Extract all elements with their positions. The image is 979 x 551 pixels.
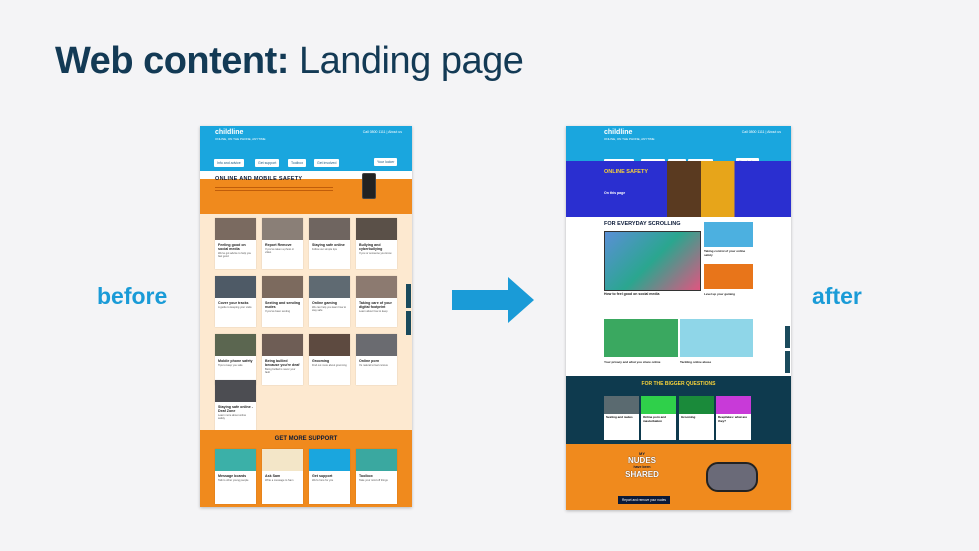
before-header: childline ONLINE, ON THE PHONE, ANYTIME … xyxy=(200,126,412,155)
after-hero-on-page: On this page xyxy=(604,191,626,195)
after-feature-image[interactable] xyxy=(604,231,701,291)
before-tagline: ONLINE, ON THE PHONE, ANYTIME xyxy=(215,137,266,141)
after-tagline: ONLINE, ON THE PHONE, ANYTIME xyxy=(604,137,655,141)
after-side-tab[interactable] xyxy=(785,326,790,348)
after-small-card[interactable]: Sexting and nudes xyxy=(604,396,639,440)
before-side-tab[interactable] xyxy=(406,311,411,335)
after-about-link[interactable]: About us xyxy=(767,130,781,134)
before-nav-involved[interactable]: Get involved xyxy=(314,159,340,167)
after-phone: Call 0800 1111 xyxy=(741,130,765,134)
before-phone-about: Call 0800 1111 | About us xyxy=(362,130,402,134)
after-side-caption-1[interactable]: Taking control of your online safety xyxy=(704,249,746,257)
after-logo: childline xyxy=(604,129,633,136)
after-bottom-caption-1[interactable]: Your privacy and what you share online xyxy=(604,360,661,364)
right-arrow-icon xyxy=(452,277,534,323)
before-nav-toolbox[interactable]: Toolbox xyxy=(288,159,307,167)
after-side-tab[interactable] xyxy=(785,351,790,373)
slide-title: Web content: Landing page xyxy=(55,40,524,83)
after-small-card[interactable]: Grooming xyxy=(679,396,714,440)
before-about-link[interactable]: About us xyxy=(388,130,402,134)
before-hero-text xyxy=(215,187,333,193)
before-nav-info[interactable]: Info and advice xyxy=(214,159,244,167)
nudes-shared-badge: MY NUDES have been SHARED xyxy=(625,451,659,479)
before-nav: Info and advice Get support Toolbox Get … xyxy=(200,155,412,171)
after-label: after xyxy=(812,283,862,309)
after-section1-title: FOR EVERYDAY SCROLLING xyxy=(604,221,681,227)
before-label: before xyxy=(97,283,168,309)
after-header: childline ONLINE, ON THE PHONE, ANYTIME … xyxy=(566,126,791,155)
before-side-tab[interactable] xyxy=(406,284,411,308)
before-breadcrumb xyxy=(200,171,412,179)
after-small-card[interactable]: Deepfakes: what are they? xyxy=(716,396,751,440)
before-locker-button[interactable]: Your locker xyxy=(374,158,398,166)
after-hero-title: ONLINE SAFETY xyxy=(604,169,649,175)
after-feature-caption[interactable]: How to feel good on social media xyxy=(604,292,660,296)
before-page-mockup: childline ONLINE, ON THE PHONE, ANYTIME … xyxy=(200,126,412,507)
after-section2: FOR THE BIGGER QUESTIONS Sexting and nud… xyxy=(566,376,791,444)
after-nudes-section: MY NUDES have been SHARED Report and rem… xyxy=(566,444,791,510)
before-phone: Call 0800 1111 xyxy=(362,130,386,134)
after-page-mockup: childline ONLINE, ON THE PHONE, ANYTIME … xyxy=(566,126,791,510)
phone-icon xyxy=(362,173,376,199)
after-hero: ONLINE SAFETY On this page xyxy=(566,161,791,217)
chat-bubble-icon xyxy=(706,462,758,492)
before-hero-title: ONLINE AND MOBILE SAFETY xyxy=(215,176,303,182)
after-bottom-image-2[interactable] xyxy=(680,319,753,357)
slide-title-rest: Landing page xyxy=(288,40,524,82)
after-small-card[interactable]: Online porn and masturbation xyxy=(641,396,676,440)
after-phone-about: Call 0800 1111 | About us xyxy=(741,130,781,134)
report-remove-button[interactable]: Report and remove your nudes xyxy=(618,496,670,504)
after-side-image-1[interactable] xyxy=(704,222,753,247)
after-bottom-caption-2[interactable]: Tackling online abuse xyxy=(680,360,712,364)
before-logo: childline xyxy=(215,129,244,136)
before-support-title: GET MORE SUPPORT xyxy=(274,436,338,442)
after-side-image-2[interactable] xyxy=(704,264,753,289)
before-nav-support[interactable]: Get support xyxy=(255,159,280,167)
after-side-caption-2[interactable]: Level up your gaming xyxy=(704,292,736,296)
after-bottom-image-1[interactable] xyxy=(604,319,678,357)
after-section2-title: FOR THE BIGGER QUESTIONS xyxy=(641,381,716,387)
slide-title-bold: Web content: xyxy=(55,40,289,82)
